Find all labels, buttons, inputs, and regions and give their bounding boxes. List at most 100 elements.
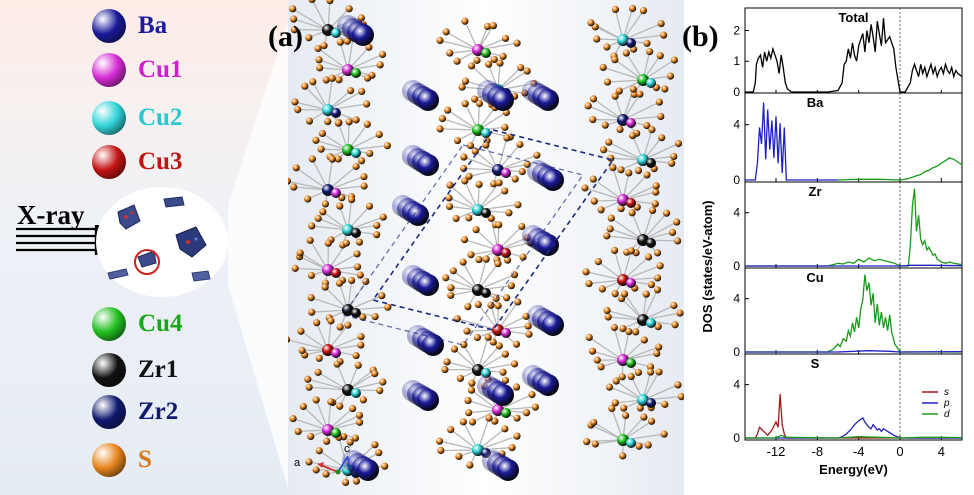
sulfur-atom (297, 327, 305, 335)
sulfur-atom (461, 177, 469, 185)
crystal-fragment (137, 250, 157, 268)
barium-atom (352, 24, 374, 46)
y-tick-label: 0 (733, 345, 740, 359)
sulfur-atom (619, 452, 627, 460)
sulfur-atom (334, 155, 342, 163)
sulfur-atom (446, 181, 454, 189)
sulfur-atom (458, 83, 466, 91)
sulfur-atom (640, 413, 648, 421)
sulfur-atom (363, 120, 371, 128)
sulfur-atom (442, 274, 450, 282)
legend-item-s: S (92, 442, 152, 478)
sulfur-atom (627, 372, 635, 381)
sulfur-atom (314, 214, 322, 222)
sulfur-atoms (288, 0, 684, 487)
sulfur-atom (661, 400, 669, 408)
legend-item-cu1: Cu1 (92, 52, 182, 88)
panel-b-label: (b) (682, 20, 719, 53)
sulfur-atom (343, 37, 351, 45)
sulfur-atom (512, 340, 521, 348)
sulfur-atom (657, 19, 665, 28)
sulfur-atom (346, 438, 354, 446)
sulfur-atom (601, 121, 609, 129)
barium-atom (542, 169, 564, 191)
sulfur-atom (324, 239, 332, 247)
sulfur-atom (459, 258, 467, 266)
sulfur-atom (436, 36, 444, 44)
atom-metal (626, 438, 636, 448)
sulfur-atom (523, 67, 531, 75)
sulfur-atom (633, 203, 641, 211)
sulfur-atom (364, 74, 372, 82)
sulfur-atom (517, 64, 525, 72)
sulfur-atom (482, 255, 490, 263)
sulfur-atom (670, 152, 678, 161)
legend-item-cu2: Cu2 (92, 100, 182, 136)
sulfur-atom (622, 411, 630, 420)
sulfur-atom (657, 112, 665, 121)
sulfur-atom (513, 39, 521, 47)
sulfur-atom (482, 141, 490, 149)
sulfur-atom (533, 151, 541, 159)
sulfur-atom (501, 123, 509, 131)
panel-frame (744, 267, 963, 355)
sulfur-atom (646, 48, 654, 56)
sulfur-atom (503, 256, 512, 264)
sulfur-atom (354, 361, 362, 369)
sulfur-atom (328, 155, 336, 163)
atom-metal (626, 198, 636, 208)
sulfur-atom (373, 221, 381, 229)
panel-title: Total (838, 10, 868, 25)
sulfur-atom (290, 26, 298, 34)
sulfur-atom (359, 396, 367, 404)
sulfur-atom (674, 139, 683, 148)
sulfur-atom (668, 159, 676, 167)
sulfur-atom (655, 368, 663, 376)
sulfur-atom (373, 231, 381, 239)
sulfur-atom (435, 437, 444, 445)
crystal-fragment (163, 196, 185, 208)
panel-frame (744, 181, 963, 269)
sulfur-atom (378, 50, 387, 59)
sulfur-atom (495, 179, 503, 187)
sulfur-atom (294, 427, 302, 436)
sulfur-atom (314, 368, 322, 376)
sulfur-atom (518, 168, 526, 176)
sulfur-atom (628, 209, 636, 217)
sulfur-atom (670, 301, 678, 310)
legend-swatch-zr1 (92, 353, 126, 387)
sulfur-atom (603, 306, 611, 315)
sulfur-atom (661, 85, 669, 93)
sulfur-atom (384, 303, 392, 311)
barium-atoms (337, 15, 564, 481)
sulfur-atom (349, 404, 357, 413)
sulfur-atom (336, 202, 344, 210)
sulfur-atom (585, 333, 593, 342)
sulfur-atom (668, 228, 677, 237)
sulfur-atom (487, 214, 495, 222)
sulfur-atom (376, 61, 384, 69)
sulfur-atom (495, 221, 503, 229)
sulfur-atom (326, 0, 334, 5)
sulfur-atom (617, 166, 625, 174)
sulfur-atom (298, 346, 306, 355)
sulfur-atom (644, 253, 653, 261)
highlight-circle (134, 249, 160, 275)
atom-metal (646, 398, 656, 408)
panel-title: Ba (807, 95, 824, 110)
series-line-cu-0 (745, 274, 962, 353)
sulfur-atom (305, 383, 313, 391)
x-tick-label: -8 (812, 444, 824, 459)
sulfur-atom (676, 309, 684, 317)
sulfur-atom (513, 414, 521, 422)
sulfur-atom (467, 62, 476, 70)
sulfur-atom (447, 284, 455, 292)
sulfur-atom (485, 60, 493, 68)
sulfur-atom (358, 87, 366, 96)
sulfur-atom (589, 115, 597, 124)
sulfur-atom (346, 86, 355, 95)
sulfur-atom (653, 286, 662, 294)
sulfur-atom (345, 5, 353, 13)
